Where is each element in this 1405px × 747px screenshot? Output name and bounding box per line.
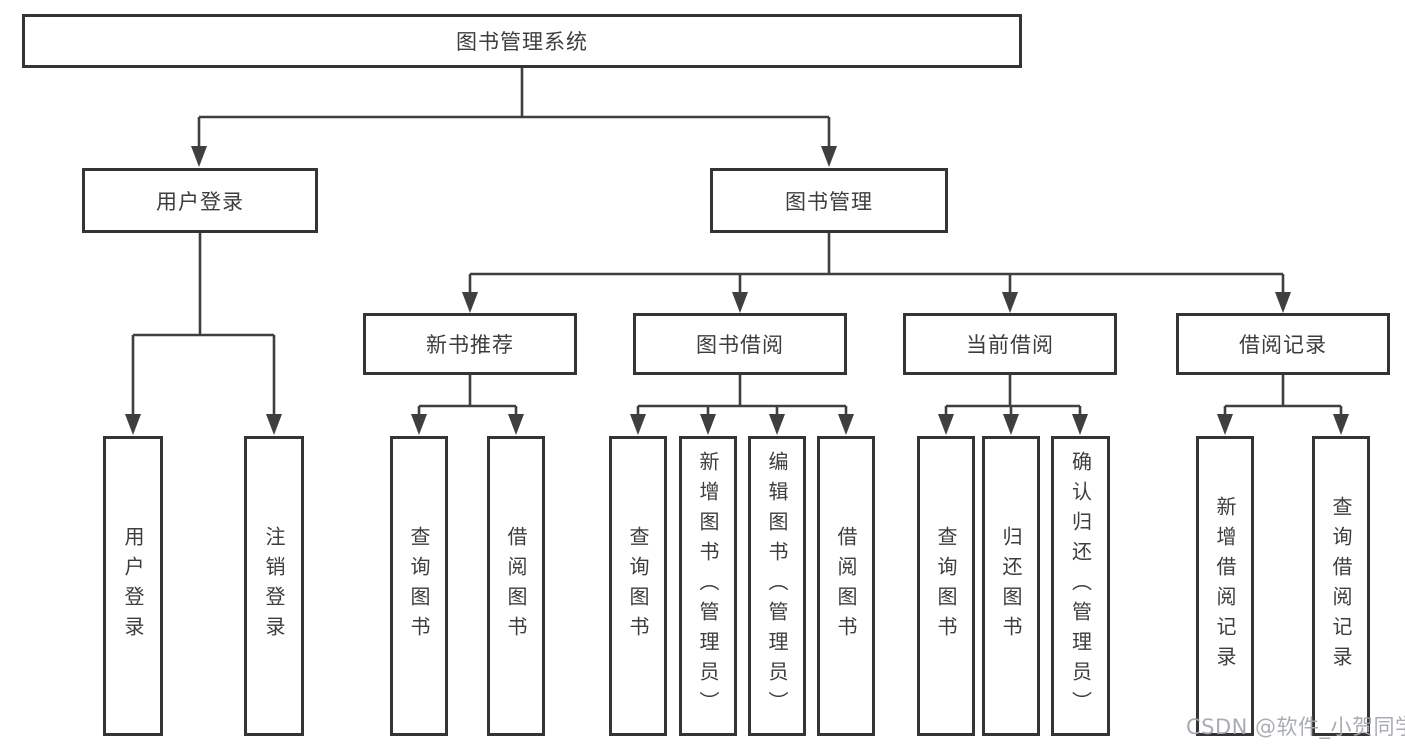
node-label: 图书借阅 (696, 333, 784, 357)
leaf-nb-borrow-books: 借阅图书 (487, 436, 545, 736)
node-book-management: 图书管理 (710, 168, 948, 233)
leaf-user-login: 用户登录 (103, 436, 163, 736)
leaf-bb-add-books-admin: 新增图书（管理员） (679, 436, 737, 736)
leaf-logout: 注销登录 (244, 436, 304, 736)
leaf-cb-return-books: 归还图书 (982, 436, 1040, 736)
node-label: 新书推荐 (426, 333, 514, 357)
node-label: 图书管理 (785, 189, 873, 214)
node-label: 当前借阅 (966, 333, 1054, 357)
node-new-book-recommend: 新书推荐 (363, 313, 577, 375)
leaf-label: 用户登录 (121, 526, 145, 646)
node-borrowing-records: 借阅记录 (1176, 313, 1390, 375)
leaf-label: 编辑图书（管理员） (765, 451, 789, 721)
node-user-login: 用户登录 (82, 168, 318, 233)
leaf-label: 归还图书 (999, 526, 1023, 646)
leaf-label: 查询借阅记录 (1329, 496, 1353, 676)
node-current-borrowing: 当前借阅 (903, 313, 1117, 375)
arrowheads (125, 146, 1349, 435)
node-root-label: 图书管理系统 (456, 30, 588, 54)
leaf-label: 查询图书 (934, 526, 958, 646)
leaf-cb-query-books: 查询图书 (917, 436, 975, 736)
node-label: 借阅记录 (1239, 333, 1327, 357)
leaf-label: 确认归还（管理员） (1068, 451, 1093, 721)
leaf-cb-confirm-return-admin: 确认归还（管理员） (1051, 436, 1110, 736)
leaf-nb-query-books: 查询图书 (390, 436, 448, 736)
leaf-bb-edit-books-admin: 编辑图书（管理员） (748, 436, 806, 736)
tree-edges (131, 68, 1343, 417)
leaf-label: 查询图书 (626, 526, 650, 646)
leaf-label: 新增图书（管理员） (696, 451, 720, 721)
node-book-borrowing: 图书借阅 (633, 313, 847, 375)
leaf-label: 新增借阅记录 (1213, 496, 1237, 676)
leaf-label: 借阅图书 (834, 526, 858, 646)
leaf-label: 查询图书 (407, 526, 431, 646)
node-root: 图书管理系统 (22, 14, 1022, 68)
leaf-bb-query-books: 查询图书 (609, 436, 667, 736)
node-label: 用户登录 (156, 189, 244, 214)
csdn-watermark: CSDN @软件_小贺同学 (1186, 715, 1405, 739)
leaf-br-add-record: 新增借阅记录 (1196, 436, 1254, 736)
leaf-bb-borrow-books: 借阅图书 (817, 436, 875, 736)
leaf-br-query-record: 查询借阅记录 (1312, 436, 1370, 736)
leaf-label: 借阅图书 (504, 526, 528, 646)
leaf-label: 注销登录 (262, 526, 286, 646)
